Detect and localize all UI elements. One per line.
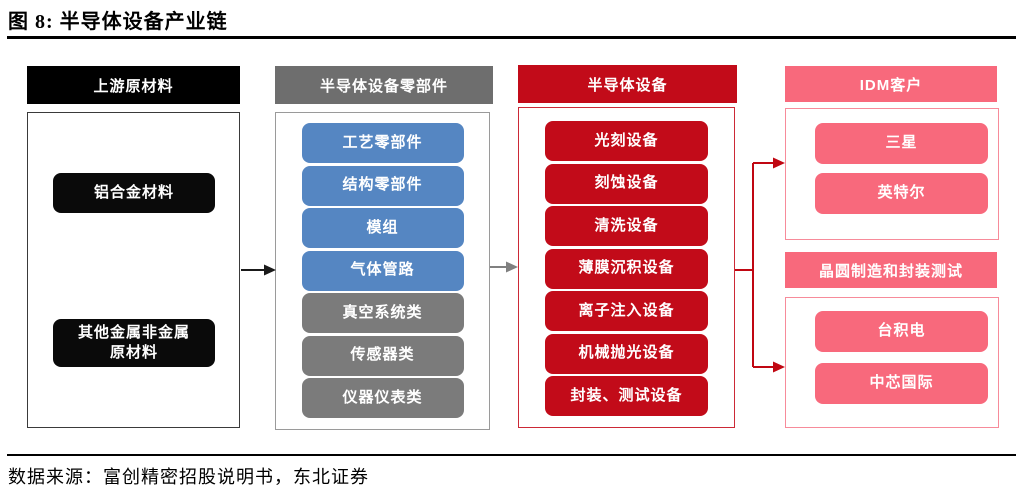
column-header-foundry-osat: 晶圆制造和封装测试	[785, 252, 997, 288]
equipment-item: 封装、测试设备	[545, 376, 708, 416]
column-header-idm-customers: IDM客户	[785, 66, 997, 102]
column-box-idm-customers: 三星 英特尔	[785, 108, 999, 240]
component-item: 仪器仪表类	[301, 378, 464, 418]
figure-title: 图 8: 半导体设备产业链	[8, 11, 228, 33]
source-divider	[7, 454, 1016, 456]
column-box-foundry-osat: 台积电 中芯国际	[785, 297, 999, 428]
upstream-item: 铝合金材料	[53, 173, 215, 213]
column-box-equipment: 光刻设备 刻蚀设备 清洗设备 薄膜沉积设备 离子注入设备 机械抛光设备 封装、测…	[518, 107, 735, 428]
component-item: 传感器类	[301, 335, 464, 376]
component-item: 工艺零部件	[301, 123, 464, 163]
equipment-item: 光刻设备	[545, 121, 708, 161]
customer-item: 三星	[815, 123, 988, 164]
component-item: 模组	[301, 208, 464, 248]
equipment-item: 机械抛光设备	[545, 333, 708, 374]
column-header-components: 半导体设备零部件	[275, 66, 493, 104]
column-header-upstream: 上游原材料	[27, 66, 240, 104]
customer-item: 中芯国际	[815, 363, 988, 404]
component-item: 气体管路	[301, 250, 464, 291]
equipment-item: 离子注入设备	[545, 291, 708, 331]
column-header-equipment: 半导体设备	[518, 65, 737, 103]
customer-item: 台积电	[815, 311, 988, 352]
column-box-components: 工艺零部件 结构零部件 模组 气体管路 真空系统类 传感器类 仪器仪表类	[275, 112, 490, 430]
equipment-item: 刻蚀设备	[545, 163, 708, 204]
equipment-item: 清洗设备	[545, 206, 708, 246]
customer-item: 英特尔	[815, 173, 988, 214]
upstream-item: 其他金属非金属 原材料	[53, 319, 215, 367]
column-box-upstream: 铝合金材料 其他金属非金属 原材料	[27, 112, 240, 428]
title-divider	[7, 36, 1016, 39]
data-source-note: 数据来源：富创精密招股说明书，东北证券	[8, 467, 369, 487]
industry-chain-diagram: 上游原材料 铝合金材料 其他金属非金属 原材料 半导体设备零部件 工艺零部件 结…	[0, 50, 1023, 450]
component-item: 真空系统类	[301, 293, 464, 333]
component-item: 结构零部件	[301, 165, 464, 206]
equipment-item: 薄膜沉积设备	[545, 248, 708, 289]
